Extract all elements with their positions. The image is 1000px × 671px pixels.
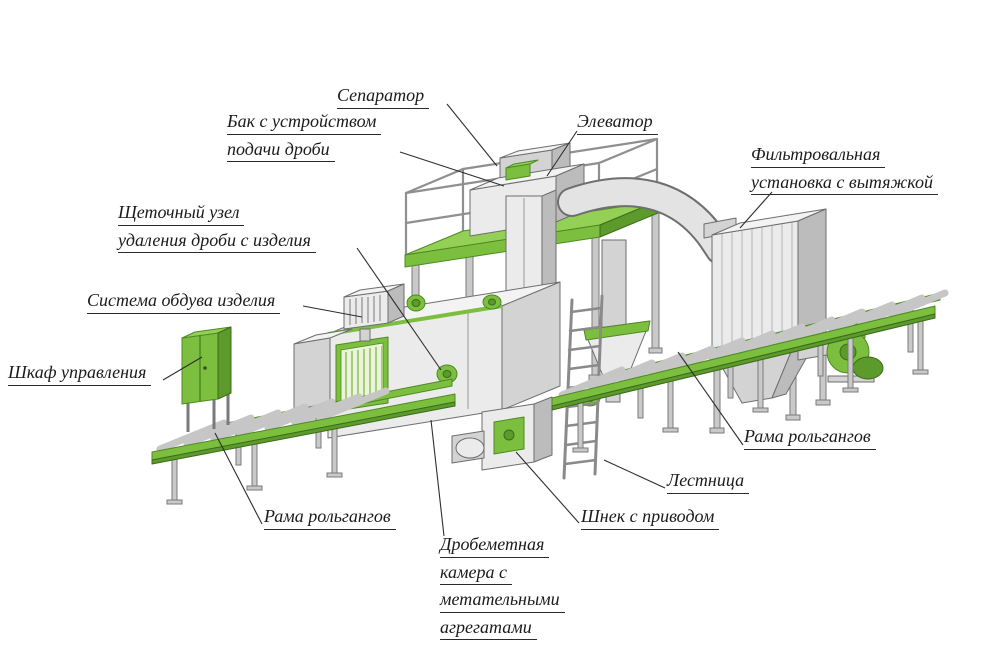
label-text: Лестница — [667, 470, 750, 494]
screw-conveyor-drawing — [451, 396, 553, 471]
blast-chamber-drawing — [327, 281, 561, 439]
label-roller-frame-left: Рама рольгангов — [264, 506, 396, 534]
label-text: Сепаратор — [337, 85, 430, 109]
leader-elevator — [546, 130, 578, 177]
leader-shot-feed-tank — [399, 151, 505, 187]
label-text: подачи дроби — [227, 139, 335, 163]
leader-roller-frame-right — [677, 351, 744, 446]
control-cabinet-drawing — [181, 326, 232, 432]
label-blowoff-system: Система обдува изделия — [87, 290, 281, 318]
label-text: Рама рольгангов — [264, 506, 396, 530]
label-ladder: Лестница — [667, 470, 750, 498]
leader-roller-frame-left — [214, 432, 263, 525]
label-text: камера с — [440, 562, 512, 586]
label-control-cabinet: Шкаф управления — [8, 362, 152, 390]
label-text: агрегатами — [440, 617, 537, 641]
leader-separator — [446, 103, 498, 167]
leader-ladder — [603, 459, 666, 489]
label-screw-with-drive: Шнек с приводом — [581, 506, 720, 534]
label-text: удаления дроби с изделия — [118, 230, 316, 254]
label-text: метательными — [440, 589, 565, 613]
label-text: Рама рольгангов — [744, 426, 876, 450]
leader-control-cabinet — [162, 356, 203, 381]
label-text: Шкаф управления — [8, 362, 152, 386]
label-separator: Сепаратор — [337, 85, 430, 113]
leader-lines — [162, 103, 773, 537]
brush-unit-motor — [406, 294, 426, 312]
label-elevator: Элеватор — [577, 111, 658, 139]
label-filter-unit: Фильтровальная установка с вытяжкой — [751, 144, 938, 199]
label-brush-unit: Щеточный узел удаления дроби с изделия — [118, 202, 316, 257]
label-text: Шнек с приводом — [581, 506, 720, 530]
leader-brush-unit — [356, 247, 442, 371]
leader-blowoff — [302, 305, 363, 318]
leader-screw — [515, 451, 580, 524]
label-text: установка с вытяжкой — [751, 172, 938, 196]
leader-filter-unit — [739, 191, 773, 229]
label-blast-chamber: Дробеметная камера с метательными агрега… — [440, 534, 565, 644]
label-roller-frame-right: Рама рольгангов — [744, 426, 876, 454]
label-text: Дробеметная — [440, 534, 550, 558]
label-text: Фильтровальная — [751, 144, 886, 168]
roller-conveyor-right — [551, 289, 949, 453]
label-text: Элеватор — [577, 111, 658, 135]
label-text: Бак с устройством — [227, 111, 382, 135]
leader-blast-chamber — [430, 419, 445, 537]
label-text: Щеточный узел — [118, 202, 245, 226]
label-text: Система обдува изделия — [87, 290, 281, 314]
fan-motor — [852, 356, 884, 380]
label-shot-feed-tank: Бак с устройством подачи дроби — [227, 111, 382, 166]
